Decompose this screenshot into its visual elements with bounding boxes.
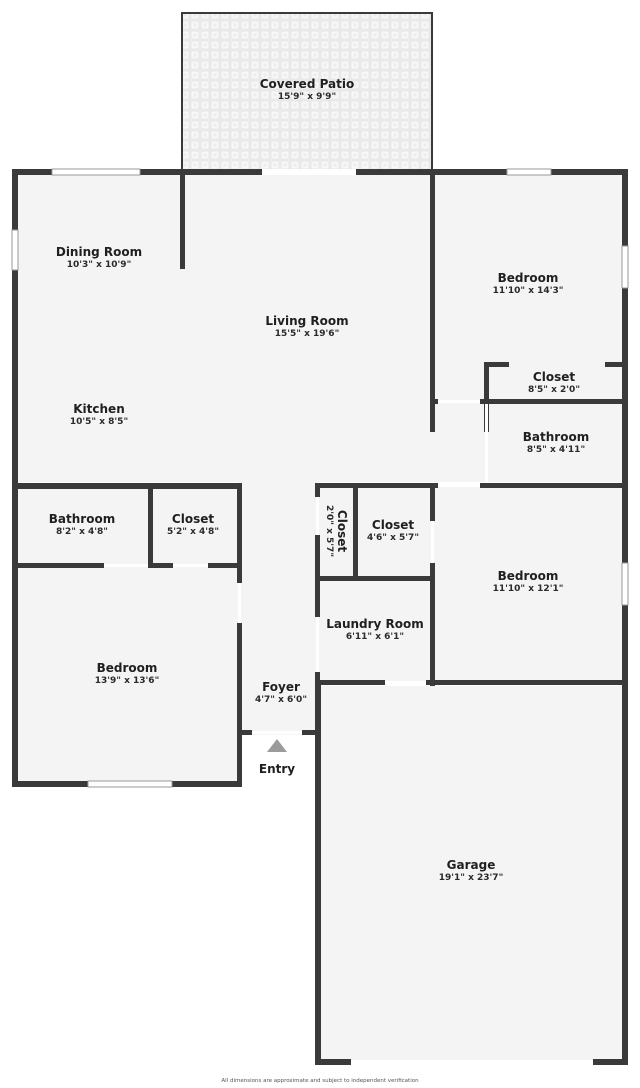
room-dimensions: 15'5" x 19'6": [274, 329, 340, 339]
covered-patio-area: [181, 12, 433, 170]
entry-label: Entry: [258, 762, 296, 776]
room-closet-northeast: Closet 8'5" x 2'0": [528, 370, 580, 396]
room-bedroom-southwest: Bedroom 13'9" x 13'6": [95, 661, 160, 687]
room-dimensions: 2'0" x 5'7": [324, 504, 334, 558]
room-name: Closet: [171, 512, 215, 526]
windows: [11, 168, 629, 788]
room-dimensions: 8'2" x 4'8": [55, 527, 108, 537]
room-dining-room: Dining Room 10'3" x 10'9": [56, 245, 142, 271]
room-kitchen: Kitchen 10'5" x 8'5": [70, 402, 128, 428]
room-foyer: Foyer 4'7" x 6'0": [255, 680, 307, 706]
room-name: Closet: [532, 370, 576, 384]
room-dimensions: 11'10" x 12'1": [492, 584, 564, 594]
room-name: Bedroom: [497, 271, 559, 285]
room-dimensions: 8'5" x 4'11": [526, 445, 586, 455]
room-dimensions: 15'9" x 9'9": [277, 92, 337, 102]
room-bathroom-west: Bathroom 8'2" x 4'8": [49, 512, 115, 538]
room-laundry-room: Laundry Room 6'11" x 6'1": [326, 617, 424, 643]
room-dimensions: 4'6" x 5'7": [366, 533, 420, 543]
room-name: Bathroom: [522, 430, 590, 444]
room-bedroom-east: Bedroom 11'10" x 12'1": [493, 569, 564, 595]
room-name: Garage: [446, 858, 496, 872]
room-name: Closet: [335, 509, 349, 553]
entry-arrow-icon: [267, 739, 287, 752]
room-dimensions: 8'5" x 2'0": [527, 385, 581, 395]
room-closet-west: Closet 5'2" x 4'8": [167, 512, 219, 538]
room-dimensions: 13'9" x 13'6": [94, 676, 160, 686]
room-name: Living Room: [265, 314, 349, 328]
room-name: Foyer: [262, 680, 300, 694]
room-dimensions: 5'2" x 4'8": [166, 527, 220, 537]
interior-walls: [12, 169, 628, 787]
room-living-room: Living Room 15'5" x 19'6": [265, 314, 348, 340]
room-dimensions: 10'5" x 8'5": [69, 417, 129, 427]
room-dimensions: 11'10" x 14'3": [492, 286, 564, 296]
room-name: Dining Room: [55, 245, 143, 259]
door-openings: [104, 169, 593, 1064]
room-closet-center: Closet 4'6" x 5'7": [367, 518, 419, 544]
room-bathroom-east: Bathroom 8'5" x 4'11": [523, 430, 589, 456]
room-name: Bedroom: [96, 661, 158, 675]
room-closet-hall: Closet 2'0" x 5'7": [323, 505, 349, 557]
room-dimensions: 10'3" x 10'9": [66, 260, 132, 270]
disclaimer-text: All dimensions are approximate and subje…: [221, 1078, 419, 1084]
room-name: Laundry Room: [326, 617, 424, 631]
room-name: Bedroom: [497, 569, 559, 583]
room-dimensions: 4'7" x 6'0": [254, 695, 308, 705]
room-covered-patio: Covered Patio 15'9" x 9'9": [260, 77, 355, 103]
room-name: Closet: [371, 518, 415, 532]
room-name: Bathroom: [48, 512, 116, 526]
floor-fills: [17, 174, 623, 1060]
room-dimensions: 19'1" x 23'7": [438, 873, 504, 883]
room-garage: Garage 19'1" x 23'7": [439, 858, 504, 884]
room-name: Kitchen: [73, 402, 125, 416]
room-name: Covered Patio: [259, 77, 355, 91]
room-bedroom-northeast: Bedroom 11'10" x 14'3": [493, 271, 564, 297]
room-dimensions: 6'11" x 6'1": [345, 632, 405, 642]
